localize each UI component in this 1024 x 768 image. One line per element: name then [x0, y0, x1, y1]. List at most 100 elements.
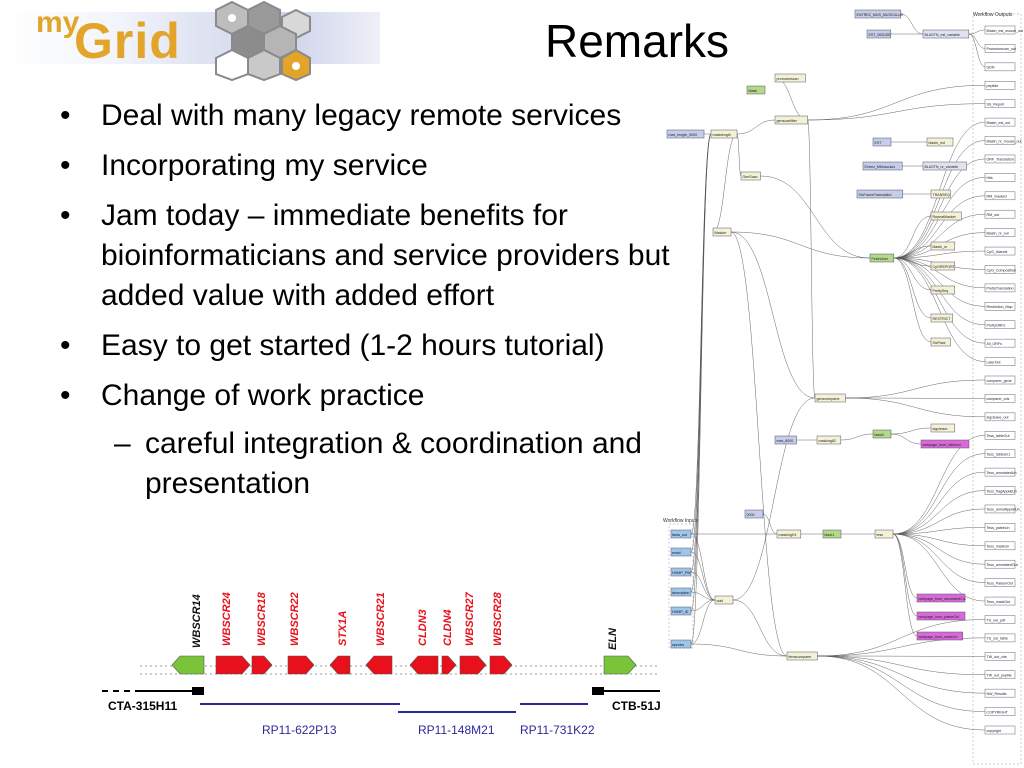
- workflow-processor-label: masklength: [713, 133, 731, 137]
- workflow-processor-node: [714, 595, 734, 605]
- workflow-edge: [760, 175, 871, 259]
- workflow-processor-node: [710, 129, 738, 139]
- bac-label: RP11-731K22: [520, 723, 595, 737]
- workflow-edge: [892, 533, 986, 583]
- workflow-edge: [732, 397, 816, 601]
- sub-bullet-item: –careful integration & coordination and …: [114, 427, 642, 500]
- workflow-edge: [807, 119, 816, 399]
- gene-arrow: [251, 655, 273, 675]
- workflow-edge: [736, 133, 742, 177]
- workflow-processor-label: FetchUser: [872, 257, 889, 261]
- workflow-edge: [817, 655, 986, 712]
- gene-label: WBSCR18: [256, 591, 268, 646]
- workflow-edge: [840, 433, 874, 441]
- workflow-processor-node: [862, 161, 903, 171]
- workflow-edge: [892, 533, 986, 547]
- workflow-edge: [817, 655, 986, 675]
- inputs-label: Workflow Inputs: [663, 518, 699, 524]
- workflow-edge: [762, 513, 778, 535]
- workflow-processor-node: [666, 129, 705, 139]
- workflow-edge: [892, 533, 918, 599]
- workflow-processor-label: EST_MOUSE: [869, 33, 892, 37]
- hexagon-logo-icon: [215, 0, 311, 82]
- gene-label: WBSCR22: [289, 592, 301, 646]
- workflow-edge: [892, 435, 986, 535]
- workflow-processor-label: blastn_nr: [933, 245, 949, 249]
- workflow-edge: [845, 397, 986, 418]
- workflow-processor-label: maskingH1: [779, 533, 797, 537]
- workflow-processor-label: webpage_from_tablecol: [923, 443, 961, 447]
- bullet-text: Incorporating my service: [101, 149, 428, 182]
- workflow-processor-node: [872, 137, 892, 147]
- workflow-output-label: comparer_cds: [987, 397, 1010, 401]
- workflow-edge: [690, 591, 716, 601]
- gene-arrow: [459, 655, 487, 675]
- gene-label: STX1A: [337, 610, 349, 646]
- workflow-edge: [890, 427, 932, 435]
- workflow-edge: [736, 119, 776, 135]
- gene-label: WBSCR24: [221, 592, 233, 646]
- workflow-edge: [892, 490, 986, 535]
- workflow-edge: [774, 77, 808, 121]
- workflow-input-label: species: [672, 643, 684, 647]
- gene-arrow: [409, 655, 439, 675]
- workflow-output-label: TS_out_table: [987, 637, 1008, 641]
- clone-label: CTB-51J: [612, 699, 660, 713]
- workflow-processor-node: [930, 211, 962, 221]
- gene-label: WBSCR28: [492, 591, 504, 646]
- workflow-processor-node: [930, 285, 956, 295]
- workflow-output-label: RM_out: [987, 213, 1000, 217]
- workflow-processor-label: tess: [877, 533, 884, 537]
- gene-label: WBSCR14: [191, 594, 203, 648]
- outputs-label: Workflow Outputs: [973, 12, 1013, 18]
- workflow-processor-label: PrettySeq: [933, 289, 949, 293]
- workflow-edge: [817, 655, 986, 694]
- workflow-edge: [893, 257, 932, 343]
- workflow-edge: [968, 33, 986, 68]
- slide-title: Remarks: [545, 15, 730, 67]
- workflow-edge: [893, 257, 986, 344]
- workflow-output-label: NW_Results: [987, 692, 1007, 696]
- workflow-processor-label: genscanfilter: [777, 119, 798, 123]
- workflow-edge: [690, 599, 716, 645]
- workflow-processor-label: promotorscan: [777, 77, 799, 81]
- workflow-processor-label: RepeatMasker: [933, 215, 957, 219]
- bullet-item: •Jam today – immediate benefits for bioi…: [60, 199, 670, 312]
- workflow-output-label: Tess_maskOut: [987, 600, 1011, 604]
- bullet-text: Deal with many legacy remote services: [101, 99, 622, 132]
- workflow-processor-label: BLASTN_est_variable: [925, 33, 960, 37]
- workflow-output-label: Tess_tableUn1: [987, 452, 1011, 456]
- bac-label: RP11-622P13: [262, 723, 337, 737]
- workflow-edge: [892, 533, 986, 602]
- workflow-edge: [900, 13, 924, 35]
- workflow-output-label: Tess_PateenOut: [987, 581, 1014, 585]
- workflow-output-label: CpG_Islands: [987, 250, 1008, 254]
- workflow-edge: [807, 85, 986, 121]
- workflow-processor-label: BLASTN_nr_variable: [925, 165, 959, 169]
- workflow-edge: [890, 433, 922, 445]
- workflow-output-label: peptide: [987, 84, 999, 88]
- gene-label: CLDN3: [417, 609, 429, 646]
- workflow-processor-label: webpage_from_pateeOut: [919, 615, 960, 619]
- workflow-processor-node: [776, 529, 802, 539]
- workflow-edge: [690, 643, 788, 657]
- workflow-processor-label: ENTREZ_MUS_MUSCULUS: [857, 13, 904, 17]
- workflow-processor-node: [746, 85, 766, 95]
- workflow-edge: [732, 599, 788, 657]
- workflow-output-label: RM_masked: [987, 195, 1007, 199]
- workflow-output-label: Blastn_nr_mouse_out: [987, 139, 1022, 143]
- workflow-edge: [892, 533, 918, 637]
- workflow-output-label: sigcleave_out: [987, 416, 1009, 420]
- workflow-edge: [893, 257, 986, 307]
- workflow-edge: [893, 215, 932, 259]
- workflow-output-label: PrettyORFs: [987, 324, 1006, 328]
- workflow-output-label: Promotorscan_out: [987, 47, 1016, 51]
- workflow-processor-node: [774, 115, 808, 125]
- workflow-processor-node: [926, 137, 954, 147]
- workflow-processor-node: [930, 241, 956, 251]
- workflow-output-label: copyright: [987, 729, 1002, 733]
- clone-marker: [192, 687, 204, 695]
- workflow-processor-node: [814, 393, 846, 403]
